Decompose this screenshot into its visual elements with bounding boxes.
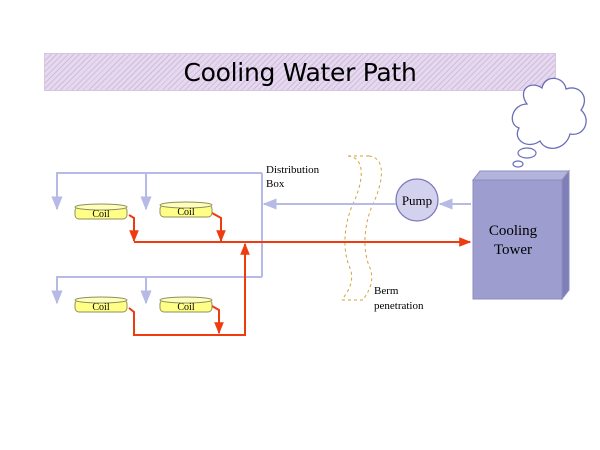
coil4-return bbox=[211, 305, 224, 335]
berm bbox=[341, 155, 382, 301]
coil-1: Coil bbox=[74, 203, 128, 220]
title-banner: Cooling Water Path bbox=[44, 53, 556, 91]
upper-header bbox=[51, 172, 262, 211]
pump-circle bbox=[395, 178, 439, 222]
coil-4: Coil bbox=[159, 296, 213, 313]
coil2-return bbox=[211, 212, 226, 243]
berm-right-edge bbox=[362, 155, 382, 301]
page-title: Cooling Water Path bbox=[183, 57, 417, 87]
return-piping bbox=[128, 212, 472, 336]
coil1-return bbox=[128, 214, 139, 243]
distribution-box-label-line2: Box bbox=[266, 178, 285, 190]
coil-label: Coil bbox=[177, 207, 194, 218]
coil-label: Coil bbox=[92, 302, 109, 313]
coil-2: Coil bbox=[159, 201, 213, 218]
tower-side-face bbox=[561, 169, 570, 301]
tower-label-line2: Tower bbox=[494, 242, 532, 258]
pump-label: Pump bbox=[402, 193, 432, 208]
lower-header bbox=[51, 276, 262, 305]
supply-piping bbox=[51, 172, 471, 305]
coil-3: Coil bbox=[74, 296, 128, 313]
coil-label: Coil bbox=[92, 209, 109, 220]
pump: Pump bbox=[395, 178, 439, 222]
tower-top-face bbox=[471, 170, 571, 181]
cooling-tower: Cooling Tower bbox=[471, 169, 571, 301]
berm-label-line1: Berm bbox=[374, 285, 399, 297]
distribution-box-label-line1: Distribution bbox=[266, 164, 320, 176]
tower-front-face bbox=[472, 179, 563, 300]
lower-return-riser bbox=[128, 242, 250, 336]
berm-label-line2: penetration bbox=[374, 300, 424, 312]
steam-cloud-icon bbox=[511, 77, 587, 168]
coil-label: Coil bbox=[177, 302, 194, 313]
berm-left-edge bbox=[341, 155, 362, 301]
tower-label-line1: Cooling bbox=[489, 223, 538, 239]
